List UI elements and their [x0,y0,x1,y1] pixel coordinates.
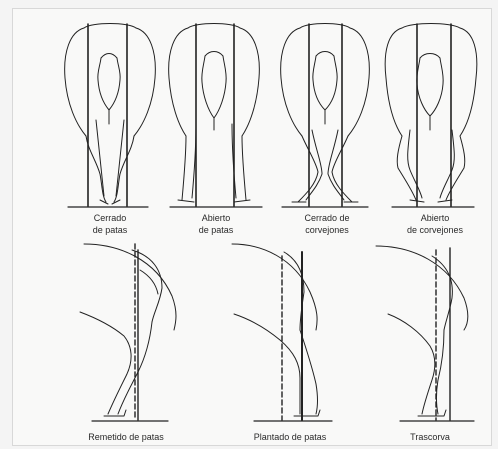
caption-open-hocks: Abierto de corvejones [407,212,463,236]
rear-view-open-hocks [385,24,477,208]
caption-line: Abierto [199,212,234,224]
caption-line: de corvejones [407,224,463,236]
caption-sickle-hocked: Trascorva [410,431,450,443]
caption-line: Cerrado de [304,212,349,224]
caption-camped-out: Plantado de patas [254,431,327,443]
caption-closed-legs: Cerrado de patas [93,212,128,236]
rear-view-closed-legs [65,24,156,208]
caption-line: corvejones [304,224,349,236]
caption-line: Cerrado [93,212,128,224]
side-view-camped-out [232,244,332,421]
caption-closed-hocks: Cerrado de corvejones [304,212,349,236]
caption-line: de patas [93,224,128,236]
rear-view-open-legs [169,24,262,208]
caption-line: de patas [199,224,234,236]
side-view-camped-under [80,244,176,421]
caption-line: Abierto [407,212,463,224]
side-view-sickle-hocked [376,246,474,421]
caption-open-legs: Abierto de patas [199,212,234,236]
caption-camped-under: Remetido de patas [88,431,164,443]
rear-view-closed-hocks [281,24,370,208]
